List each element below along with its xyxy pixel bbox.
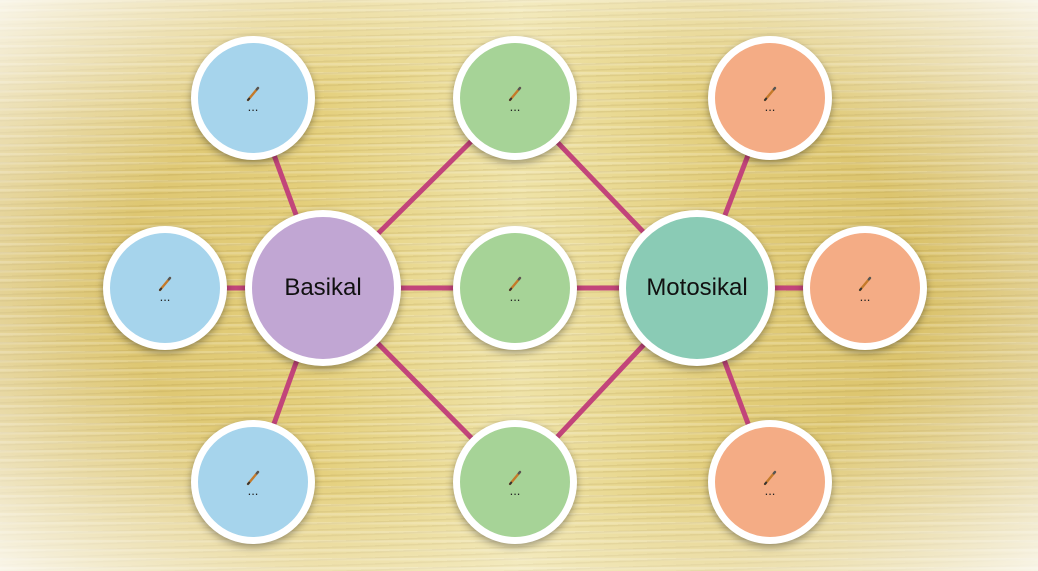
placeholder-text: ... [509, 483, 521, 498]
pencil-icon [246, 470, 260, 486]
pencil-icon [508, 470, 522, 486]
hub-label-basikal: Basikal [284, 274, 362, 301]
pencil-icon [508, 276, 522, 292]
right-attribute-bubble-3[interactable]: ... [708, 420, 832, 544]
pencil-icon [763, 470, 777, 486]
placeholder-text: ... [764, 483, 776, 498]
shared-attribute-bubble-3[interactable]: ... [453, 420, 577, 544]
placeholder-text: ... [859, 289, 871, 304]
shared-attribute-bubble-1[interactable]: ... [453, 36, 577, 160]
pencil-icon [858, 276, 872, 292]
placeholder-text: ... [509, 99, 521, 114]
left-attribute-bubble-2[interactable]: ... [103, 226, 227, 350]
placeholder-text: ... [159, 289, 171, 304]
hub-motosikal[interactable]: Motosikal [619, 210, 775, 366]
hub-label-motosikal: Motosikal [646, 274, 748, 301]
left-attribute-bubble-1[interactable]: ... [191, 36, 315, 160]
pencil-icon [508, 86, 522, 102]
placeholder-text: ... [509, 289, 521, 304]
placeholder-text: ... [247, 99, 259, 114]
shared-attribute-bubble-2[interactable]: ... [453, 226, 577, 350]
pencil-icon [763, 86, 777, 102]
pencil-icon [246, 86, 260, 102]
pencil-icon [158, 276, 172, 292]
left-attribute-bubble-3[interactable]: ... [191, 420, 315, 544]
right-attribute-bubble-1[interactable]: ... [708, 36, 832, 160]
placeholder-text: ... [247, 483, 259, 498]
hub-basikal[interactable]: Basikal [245, 210, 401, 366]
placeholder-text: ... [764, 99, 776, 114]
right-attribute-bubble-2[interactable]: ... [803, 226, 927, 350]
